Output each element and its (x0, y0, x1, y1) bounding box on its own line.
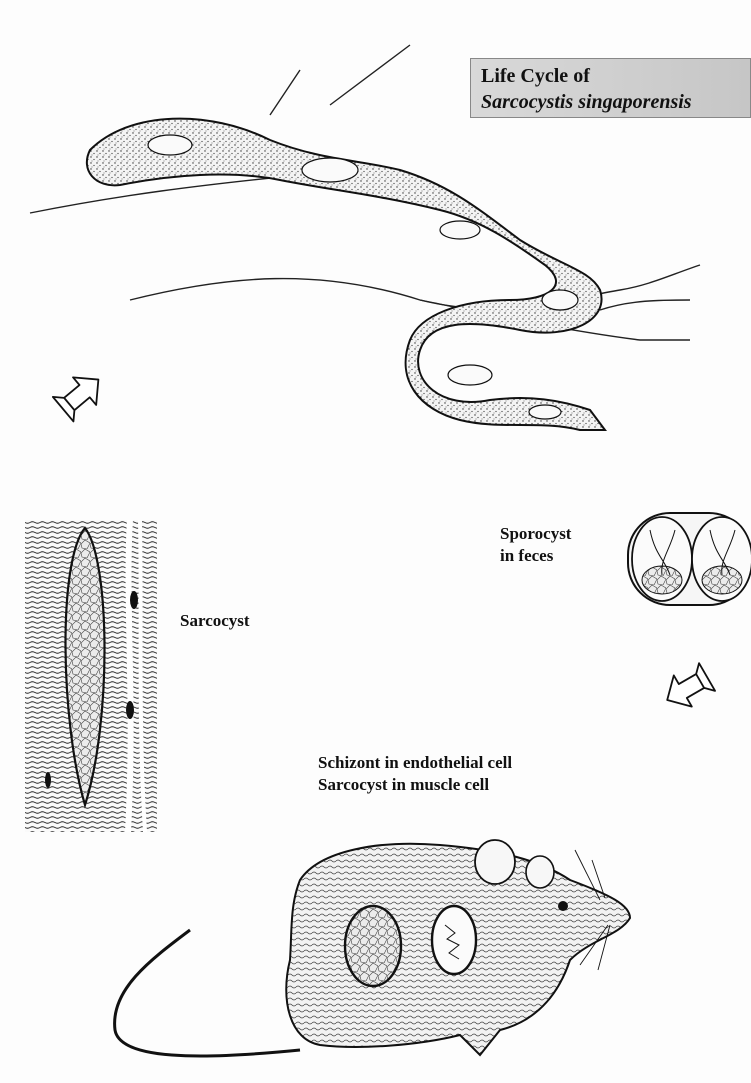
mouse-icon (115, 840, 630, 1056)
arrow-up-right-icon (52, 366, 110, 423)
arrow-down-left-icon (658, 661, 716, 715)
sporocyst-icon (628, 513, 751, 605)
muscle-tissue-sarcocyst (25, 520, 157, 832)
snake-icon (87, 119, 605, 430)
